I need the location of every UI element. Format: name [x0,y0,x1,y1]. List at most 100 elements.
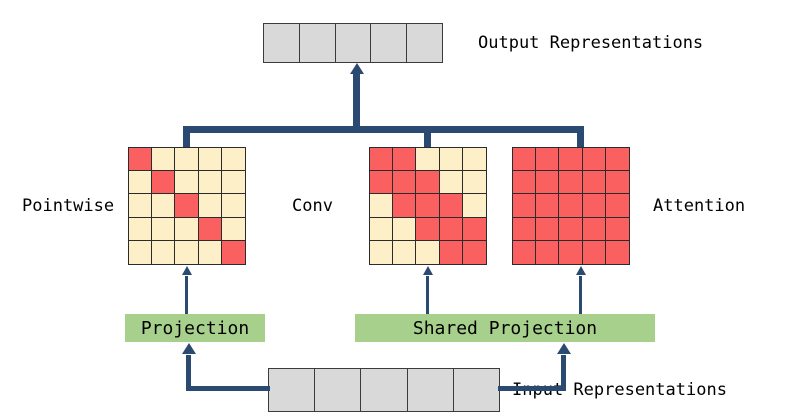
output-token-cell [407,24,442,62]
connector-input-left-horizontal [186,386,270,391]
matrix-cell-conv-r3-c4 [462,217,486,241]
connector-bus-to-pointwise [183,126,190,148]
matrix-cell-attention-r2-c3 [582,194,606,218]
matrix-cell-conv-r1-c3 [439,171,463,195]
matrix-cell-attention-r0-c2 [559,148,583,172]
matrix-cell-pointwise-r4-c4 [221,240,245,264]
matrix-cell-conv-r0-c4 [462,148,486,172]
matrix-cell-pointwise-r2-c4 [221,194,245,218]
matrix-cell-attention-r1-c3 [582,171,606,195]
matrix-cell-conv-r0-c2 [416,148,440,172]
matrix-cell-conv-r2-c4 [462,194,486,218]
connector-input-right-vertical [561,355,566,388]
matrix-cell-pointwise-r1-c1 [152,171,176,195]
projection-box[interactable]: Projection [125,314,265,342]
matrix-cell-attention-r1-c1 [536,171,560,195]
matrix-cell-pointwise-r4-c1 [152,240,176,264]
output-token-cell [264,24,300,62]
matrix-cell-attention-r4-c4 [605,240,629,264]
matrix-cell-conv-r4-c0 [370,240,394,264]
matrix-cell-pointwise-r0-c1 [152,148,176,172]
matrix-attention [512,147,630,265]
matrix-cell-pointwise-r0-c0 [129,148,153,172]
matrix-cell-pointwise-r1-c4 [221,171,245,195]
matrix-attention-label: Attention [653,196,746,216]
matrix-cell-conv-r4-c2 [416,240,440,264]
connector-input-right-horizontal [498,386,566,391]
matrix-cell-conv-r4-c1 [393,240,417,264]
matrix-cell-conv-r4-c3 [439,240,463,264]
connector-top-bus [183,126,584,133]
output-token-cell [299,24,336,62]
matrix-cell-attention-r0-c4 [605,148,629,172]
matrix-cell-attention-r4-c1 [536,240,560,264]
connector-shared-to-attention-arrowhead [575,266,586,275]
output-representations-strip [263,23,443,63]
matrix-cell-attention-r4-c2 [559,240,583,264]
matrix-cell-attention-r0-c3 [582,148,606,172]
input-token-cell [269,369,316,411]
matrix-cell-pointwise-r0-c2 [175,148,199,172]
matrix-cell-conv-r4-c4 [462,240,486,264]
matrix-cell-attention-r0-c1 [536,148,560,172]
matrix-cell-conv-r2-c3 [439,194,463,218]
matrix-conv [369,147,487,265]
matrix-cell-conv-r1-c4 [462,171,486,195]
matrix-cell-pointwise-r2-c2 [175,194,199,218]
matrix-cell-pointwise-r3-c3 [198,217,222,241]
connector-shared-to-conv [426,276,429,314]
connector-output-arrowhead [349,63,364,74]
matrix-cell-pointwise-r3-c4 [221,217,245,241]
connector-input-left-arrowhead [181,343,196,354]
matrix-cell-attention-r0-c0 [513,148,537,172]
connector-input-right-arrowhead [556,343,571,354]
matrix-cell-conv-r3-c1 [393,217,417,241]
matrix-cell-conv-r0-c3 [439,148,463,172]
matrix-cell-conv-r2-c1 [393,194,417,218]
matrix-cell-attention-r2-c2 [559,194,583,218]
matrix-cell-attention-r3-c2 [559,217,583,241]
matrix-cell-pointwise-r4-c0 [129,240,153,264]
matrix-cell-pointwise-r3-c0 [129,217,153,241]
matrix-cell-conv-r1-c2 [416,171,440,195]
matrix-cell-pointwise-r4-c2 [175,240,199,264]
matrix-cell-attention-r2-c0 [513,194,537,218]
matrix-cell-attention-r3-c0 [513,217,537,241]
matrix-conv-label: Conv [292,196,333,216]
matrix-cell-attention-r3-c4 [605,217,629,241]
matrix-cell-pointwise-r0-c4 [221,148,245,172]
shared-projection-box[interactable]: Shared Projection [355,314,655,342]
output-representations-label: Output Representations [478,33,704,53]
matrix-cell-attention-r3-c3 [582,217,606,241]
matrix-cell-pointwise-r3-c1 [152,217,176,241]
connector-projection-to-pointwise-arrowhead [181,266,192,275]
connector-shared-to-attention [579,276,582,314]
output-token-cell [371,24,408,62]
matrix-cell-conv-r0-c1 [393,148,417,172]
connector-bus-to-attention [577,126,584,148]
input-token-cell [361,369,408,411]
matrix-cell-conv-r3-c3 [439,217,463,241]
matrix-pointwise [128,147,246,265]
matrix-cell-conv-r0-c0 [370,148,394,172]
matrix-cell-conv-r2-c0 [370,194,394,218]
connector-input-left-vertical [186,355,191,388]
matrix-cell-pointwise-r1-c2 [175,171,199,195]
input-representations-strip [268,368,500,412]
matrix-cell-attention-r1-c2 [559,171,583,195]
matrix-cell-pointwise-r1-c0 [129,171,153,195]
input-token-cell [407,369,454,411]
matrix-cell-conv-r3-c0 [370,217,394,241]
matrix-cell-pointwise-r4-c3 [198,240,222,264]
connector-output-stem [353,74,360,128]
matrix-cell-pointwise-r2-c0 [129,194,153,218]
matrix-cell-attention-r1-c0 [513,171,537,195]
input-token-cell [453,369,500,411]
matrix-cell-pointwise-r2-c3 [198,194,222,218]
matrix-cell-attention-r1-c4 [605,171,629,195]
input-token-cell [315,369,362,411]
matrix-cell-attention-r3-c1 [536,217,560,241]
matrix-cell-conv-r1-c0 [370,171,394,195]
matrix-cell-attention-r2-c1 [536,194,560,218]
